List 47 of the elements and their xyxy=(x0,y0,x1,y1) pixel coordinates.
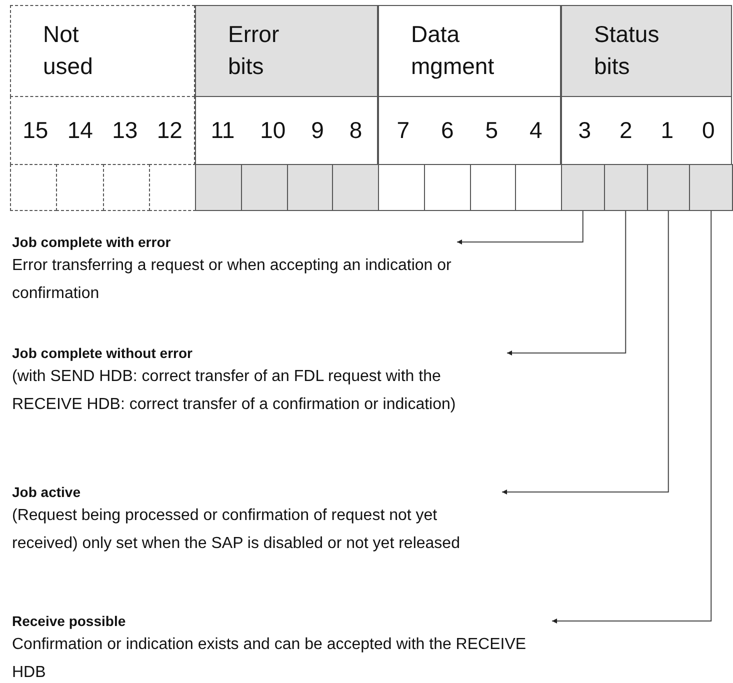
bit-title: Job complete with error xyxy=(12,233,172,252)
bit-cell xyxy=(561,164,605,211)
bit-group-header xyxy=(10,5,195,97)
bit-cell xyxy=(604,164,648,211)
leader-arrow xyxy=(506,210,626,356)
bit-number: 0 xyxy=(702,117,715,144)
bit-number: 10 xyxy=(260,117,286,144)
bit-description: (Request being processed or confirmation of request not yet received) only set when the SAP is disabled or not yet released xyxy=(12,506,461,554)
bit-number: 4 xyxy=(529,117,542,144)
bit-cell xyxy=(240,164,288,211)
bit-cell xyxy=(10,164,58,211)
bit-description: (with SEND HDB: correct transfer of an FDL request with the RECEIVE HDB: correct transfer of a confirmation or indication) xyxy=(12,367,457,415)
bit-number: 15 xyxy=(22,117,48,144)
leader-arrow xyxy=(502,210,669,494)
bit-number: 2 xyxy=(619,117,632,144)
leader-arrow xyxy=(456,210,584,244)
bit-title: Job active xyxy=(12,483,82,502)
bit-cell xyxy=(646,164,690,211)
bit-cell xyxy=(689,164,733,211)
bit-number: 12 xyxy=(156,117,182,144)
bit-number: 3 xyxy=(578,117,592,144)
bit-title: Receive possible xyxy=(12,612,127,631)
group-title: Status bits xyxy=(594,20,660,81)
group-title: Not used xyxy=(43,20,94,81)
bit-number: 8 xyxy=(349,117,362,144)
bit-description: Confirmation or indication exists and can be accepted with the RECEIVE HDB xyxy=(12,635,528,683)
bit-cell xyxy=(286,164,334,211)
bit-number: 11 xyxy=(210,117,235,144)
bit-cell xyxy=(195,164,242,211)
bit-title: Job complete without error xyxy=(12,344,194,363)
bit-number: 9 xyxy=(311,117,324,144)
bit-description: Error transferring a request or when accepting an indication or confirmation xyxy=(12,256,452,304)
bit-number: 1 xyxy=(660,117,674,144)
bit-number: 5 xyxy=(485,117,498,144)
bit-number: 14 xyxy=(67,117,93,144)
group-title: Error bits xyxy=(228,20,280,81)
bit-number: 7 xyxy=(396,117,410,144)
bit-cell xyxy=(148,164,196,211)
bit-number: 13 xyxy=(112,117,138,144)
bit-cell xyxy=(56,164,104,211)
bit-cell xyxy=(102,164,150,211)
leader-arrow xyxy=(552,210,712,624)
bit-cell xyxy=(332,164,379,211)
bit-number: 6 xyxy=(440,117,454,144)
bit-group-header xyxy=(195,5,378,97)
bit-group-header xyxy=(378,5,561,97)
bit-group-header xyxy=(561,5,732,97)
